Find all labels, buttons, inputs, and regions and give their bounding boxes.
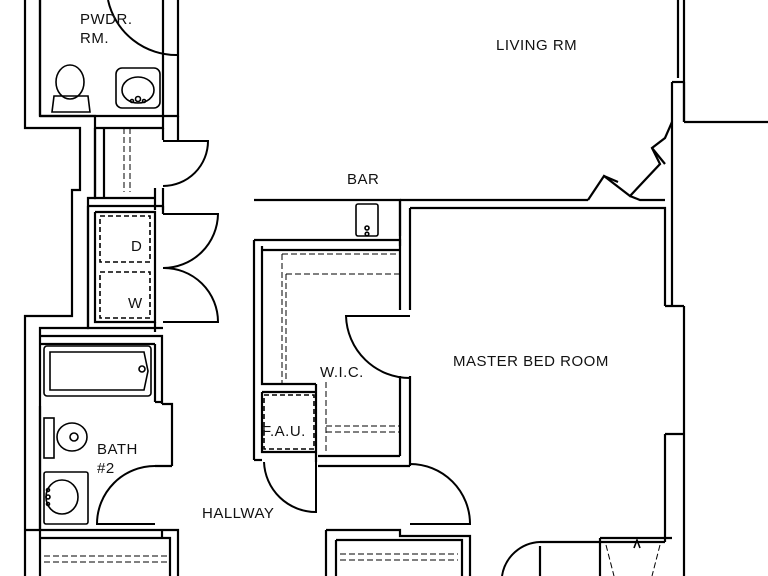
bedroom-door (409, 463, 472, 525)
dryer-label: D (131, 238, 142, 255)
closet-door (162, 140, 210, 187)
fixtures (43, 64, 641, 549)
wic-door (344, 315, 411, 379)
powder-room-door (107, 0, 179, 57)
closet-shelves (44, 128, 661, 576)
walls (23, 0, 768, 576)
bath-label-2: #2 (97, 460, 115, 477)
fau-label: F.A.U. (262, 423, 306, 440)
labels: PWDR. RM. LIVING RM BAR D W W.I.C. F.A.U… (80, 11, 609, 522)
bathtub-icon (43, 345, 152, 397)
master-bedroom-label: MASTER BED ROOM (453, 353, 609, 370)
washer-label: W (128, 295, 143, 312)
laundry-door-upper (162, 213, 220, 269)
dryer-icon (99, 215, 151, 263)
bar-label: BAR (347, 171, 379, 188)
bedroom-bottom-door (501, 541, 541, 576)
walk-in-closet-label: W.I.C. (320, 364, 364, 381)
marker-icon (633, 537, 641, 549)
fau-unit (263, 394, 315, 450)
living-room-label: LIVING RM (496, 37, 577, 54)
toilet-icon (51, 64, 91, 113)
bath-toilet-icon (43, 417, 88, 459)
laundry-door-lower (162, 266, 220, 323)
bath-sink-icon (43, 471, 89, 525)
sink-icon (115, 67, 161, 109)
bath-door (95, 465, 156, 525)
bath-label-1: BATH (97, 441, 138, 458)
hallway-label: HALLWAY (202, 505, 274, 522)
powder-room-label-2: RM. (80, 30, 109, 47)
bar-sink-icon (355, 203, 379, 237)
powder-room-label-1: PWDR. (80, 11, 133, 28)
washer-icon (99, 271, 151, 319)
fau-door (263, 456, 317, 514)
door-swings (95, 0, 541, 576)
